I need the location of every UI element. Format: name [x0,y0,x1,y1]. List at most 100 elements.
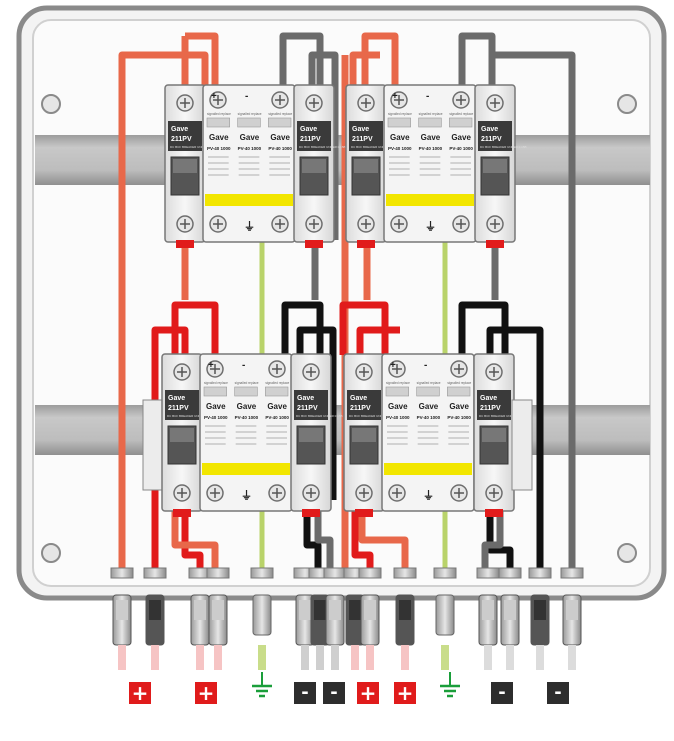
cable-gland-nut [498,567,522,579]
positive-wire [118,51,209,575]
mc4-connector [325,594,345,646]
yellow-strip [386,194,474,206]
status-window [418,117,442,128]
connector-grip [504,600,516,620]
label-text: PV-40 1000 [447,415,471,420]
label-text: signalled replace [447,381,471,385]
negative-wire [308,51,339,240]
connector-grip [212,600,224,620]
positive-wire [361,32,399,85]
positive-wire [171,510,219,575]
breaker-toggle-handle [302,159,326,173]
breaker-terminal-cap [173,509,191,517]
mc4-connector [360,594,380,646]
status-window [416,386,440,397]
mc4-connector [145,594,165,646]
breaker-terminal-cap [357,240,375,248]
cable-tail [401,645,409,670]
label-text: PV-40 1000 [386,415,410,420]
cable-tail [151,645,159,670]
negative-wire [296,326,337,500]
label-text: 211PV [481,136,502,143]
label-text: Gave [237,402,257,411]
label-text: PV-40 1000 [265,415,289,420]
connector-grip [399,600,411,620]
label-text: 211PV [297,405,318,412]
end-stopper [511,399,533,491]
label-text: Gave [206,402,226,411]
connector-grip [482,600,494,620]
positive-symbol-icon: + [195,682,217,704]
breaker-label-plate [478,121,512,151]
label-text: signalled replace [204,381,228,385]
mc4-connector [530,594,550,646]
status-window [206,117,230,128]
label-text: DC BCF BREAKER UNDER 0.15B [349,414,396,418]
connector-grip [329,600,341,620]
negative-wire [486,326,544,575]
cable-gland-nut [476,567,500,579]
positive-wire [358,510,409,575]
label-text: signalled replace [419,112,443,116]
mc4-connector [500,594,520,646]
positive-wire [349,51,380,85]
earth-gland [252,594,272,636]
label-text: PV-40 1000 [238,146,262,151]
end-stopper [142,399,164,491]
label-text: ⏚ [241,489,252,502]
label-text: Gave [421,133,441,142]
label-text: DC BCF BREAKER UNDER 0.15B [299,145,346,149]
breaker-label-plate [349,121,383,151]
label-text: - [242,360,245,371]
label-text: 211PV [171,136,192,143]
cable-gland-nut [250,567,274,579]
label-text: - [426,91,429,102]
label-text: Gave [449,402,469,411]
label-text: signalled replace [449,112,473,116]
label-text: PV-40 1000 [388,146,412,151]
label-text: 211PV [352,136,373,143]
mc4-connector [190,594,210,646]
breaker-toggle-handle [482,428,506,442]
cable-tail [331,645,339,670]
label-text: Gave [209,133,229,142]
label-text: signalled replace [268,112,292,116]
status-window [265,386,289,397]
cable-tail [316,645,324,670]
negative-symbol-icon: - [294,682,316,704]
label-text: signalled replace [207,112,231,116]
label-text: + [208,360,214,371]
label-text: signalled replace [265,381,289,385]
negative-symbol-icon: - [491,682,513,704]
label-text: Gave [352,126,369,133]
cable-tail [196,645,204,670]
status-window [268,117,292,128]
negative-wire [458,32,496,85]
ground-icon [440,672,460,698]
label-text: Gave [171,126,188,133]
cable-gland-nut [358,567,382,579]
breaker-label-plate [294,390,328,420]
mc4-connector [478,594,498,646]
breaker-toggle-handle [352,428,376,442]
label-text: + [211,91,217,102]
breaker-toggle-handle [170,428,194,442]
mc4-connector [395,594,415,646]
label-text: PV-40 1000 [449,146,473,151]
label-text: DC BCF BREAKER UNDER 0.15B [296,414,343,418]
negative-wire [314,510,334,575]
label-text: - [245,91,248,102]
label-text: DC BCF BREAKER UNDER 0.15B [351,145,398,149]
positive-symbol-icon: + [357,682,379,704]
earth-gland [435,594,455,636]
mounting-hole [41,94,61,114]
breaker-terminal-cap [485,509,503,517]
mounting-hole [617,94,637,114]
negative-wire [303,510,322,575]
status-window [449,117,473,128]
cable-tail [214,645,222,670]
label-text: 211PV [480,405,501,412]
